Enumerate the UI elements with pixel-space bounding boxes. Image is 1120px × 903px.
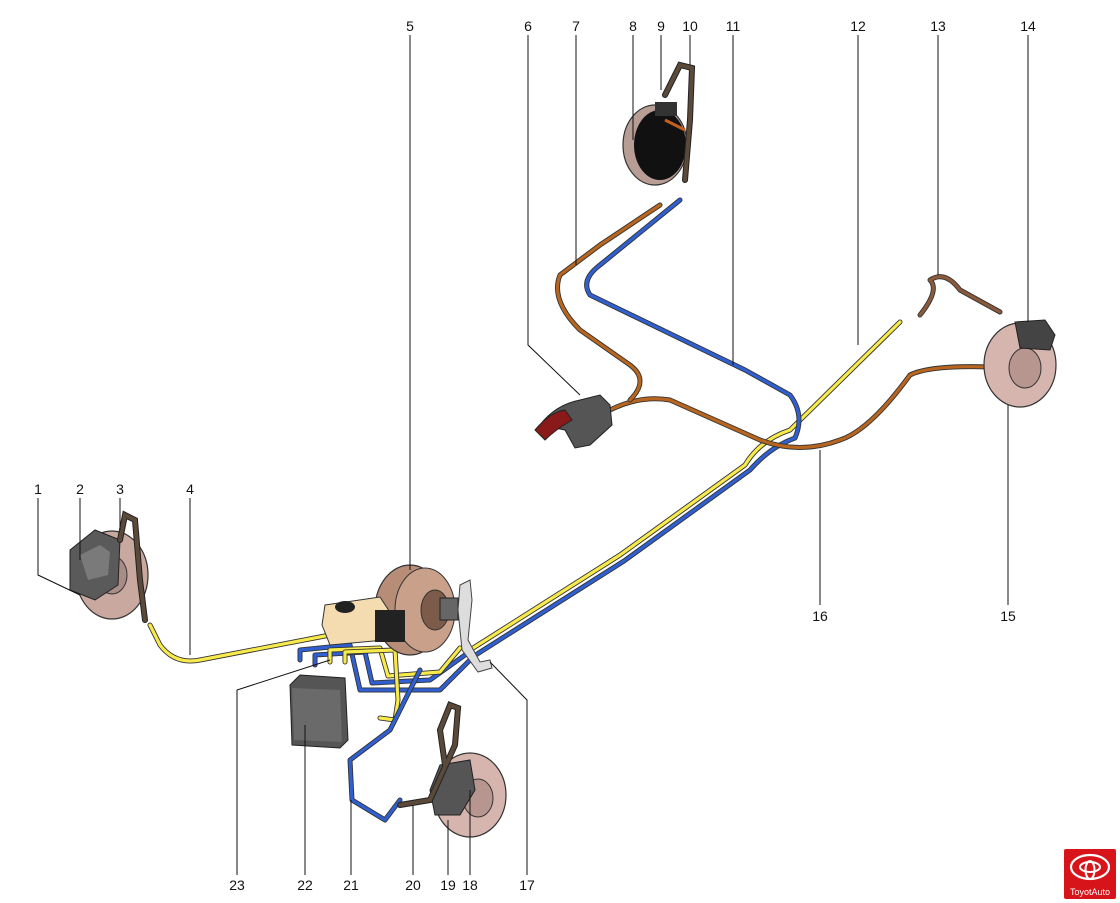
callout-10: 10 bbox=[682, 18, 698, 34]
callout-7: 7 bbox=[572, 18, 580, 34]
callout-17: 17 bbox=[519, 877, 535, 893]
leader-lines bbox=[37, 35, 1029, 875]
master-cylinder-reservoir bbox=[321, 596, 405, 646]
callout-22: 22 bbox=[297, 877, 313, 893]
callout-16: 16 bbox=[812, 608, 828, 624]
rear-top-hose bbox=[662, 61, 696, 183]
abs-module bbox=[289, 674, 349, 749]
brown-pipes bbox=[555, 202, 1003, 450]
front-left-line bbox=[147, 622, 333, 664]
toyota-emblem-icon bbox=[1069, 853, 1111, 881]
callout-2: 2 bbox=[76, 481, 84, 497]
callout-21: 21 bbox=[343, 877, 359, 893]
front-right-brake bbox=[429, 752, 507, 838]
pressure-regulator bbox=[534, 394, 613, 449]
callout-18: 18 bbox=[462, 877, 478, 893]
toyotauto-logo[interactable]: ToyotAuto bbox=[1064, 849, 1116, 899]
brake-pedal-bracket bbox=[457, 579, 493, 673]
rear-right-brake bbox=[983, 319, 1057, 408]
callout-13: 13 bbox=[930, 18, 946, 34]
callout-9: 9 bbox=[657, 18, 665, 34]
front-right-hose bbox=[397, 701, 462, 808]
abs-lines bbox=[297, 642, 473, 823]
callout-8: 8 bbox=[629, 18, 637, 34]
callout-20: 20 bbox=[405, 877, 421, 893]
front-left-hose bbox=[117, 510, 148, 623]
callout-4: 4 bbox=[186, 481, 194, 497]
callout-19: 19 bbox=[440, 877, 456, 893]
main-pipe-pair bbox=[467, 197, 903, 659]
callout-5: 5 bbox=[406, 18, 414, 34]
callout-15: 15 bbox=[1000, 608, 1016, 624]
callout-23: 23 bbox=[229, 877, 245, 893]
rear-top-brake bbox=[622, 102, 688, 186]
callout-6: 6 bbox=[524, 18, 532, 34]
callout-12: 12 bbox=[850, 18, 866, 34]
callout-3: 3 bbox=[116, 481, 124, 497]
front-left-brake bbox=[69, 529, 149, 620]
callouts: 1 2 3 4 5 6 7 8 9 10 11 12 13 14 15 16 1… bbox=[34, 18, 1036, 893]
callout-11: 11 bbox=[726, 18, 741, 34]
callout-14: 14 bbox=[1020, 18, 1036, 34]
logo-text: ToyotAuto bbox=[1069, 887, 1111, 897]
callout-1: 1 bbox=[34, 481, 42, 497]
